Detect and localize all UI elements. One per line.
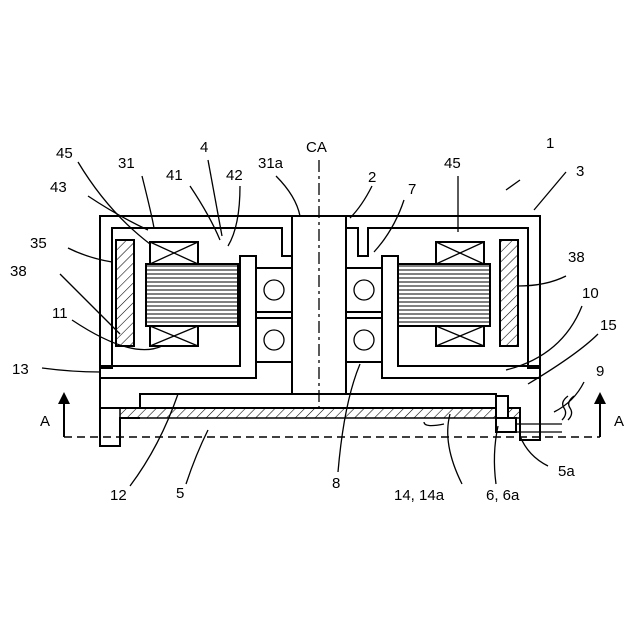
ref-11: 11 [52, 305, 68, 322]
ref-45-left: 45 [56, 145, 73, 162]
ref-31a: 31a [258, 155, 284, 172]
bearing-lower-right [346, 318, 382, 362]
bearing-upper-right [346, 268, 382, 312]
ref-5: 5 [176, 485, 184, 502]
stator-core-right [398, 264, 490, 326]
ref-38-right: 38 [568, 249, 585, 266]
bearing-upper-left [256, 268, 292, 312]
coil-bottom-right [436, 326, 484, 346]
coil-top-left [150, 242, 198, 264]
ref-1: 1 [546, 135, 554, 152]
ref-43: 43 [50, 179, 67, 196]
circuit-board [120, 394, 520, 418]
ref-8: 8 [332, 475, 340, 492]
ref-3: 3 [576, 163, 584, 180]
ref-13: 13 [12, 361, 29, 378]
stator-core-left [146, 264, 238, 326]
ref-6-6a: 6, 6a [486, 487, 520, 504]
ref-2: 2 [368, 169, 376, 186]
section-label-right: A [614, 413, 624, 430]
ref-9: 9 [596, 363, 604, 380]
ref-41: 41 [166, 167, 183, 184]
ref-45-right: 45 [444, 155, 461, 172]
ref-35: 35 [30, 235, 47, 252]
ref-10: 10 [582, 285, 599, 302]
ref-14-14a: 14, 14a [394, 487, 445, 504]
section-label-left: A [40, 413, 50, 430]
ref-31: 31 [118, 155, 135, 172]
coil-bottom-left [150, 326, 198, 346]
magnet-right [500, 240, 518, 346]
axis-label-ca: CA [306, 139, 327, 156]
ref-42: 42 [226, 167, 243, 184]
lead-wire [516, 396, 574, 432]
bearing-lower-left [256, 318, 292, 362]
magnet-left [116, 240, 134, 346]
ref-15: 15 [600, 317, 617, 334]
ref-4: 4 [200, 139, 208, 156]
ref-38-left: 38 [10, 263, 27, 280]
ref-7: 7 [408, 181, 416, 198]
coil-top-right [436, 242, 484, 264]
ref-5a: 5a [558, 463, 575, 480]
ref-12: 12 [110, 487, 127, 504]
